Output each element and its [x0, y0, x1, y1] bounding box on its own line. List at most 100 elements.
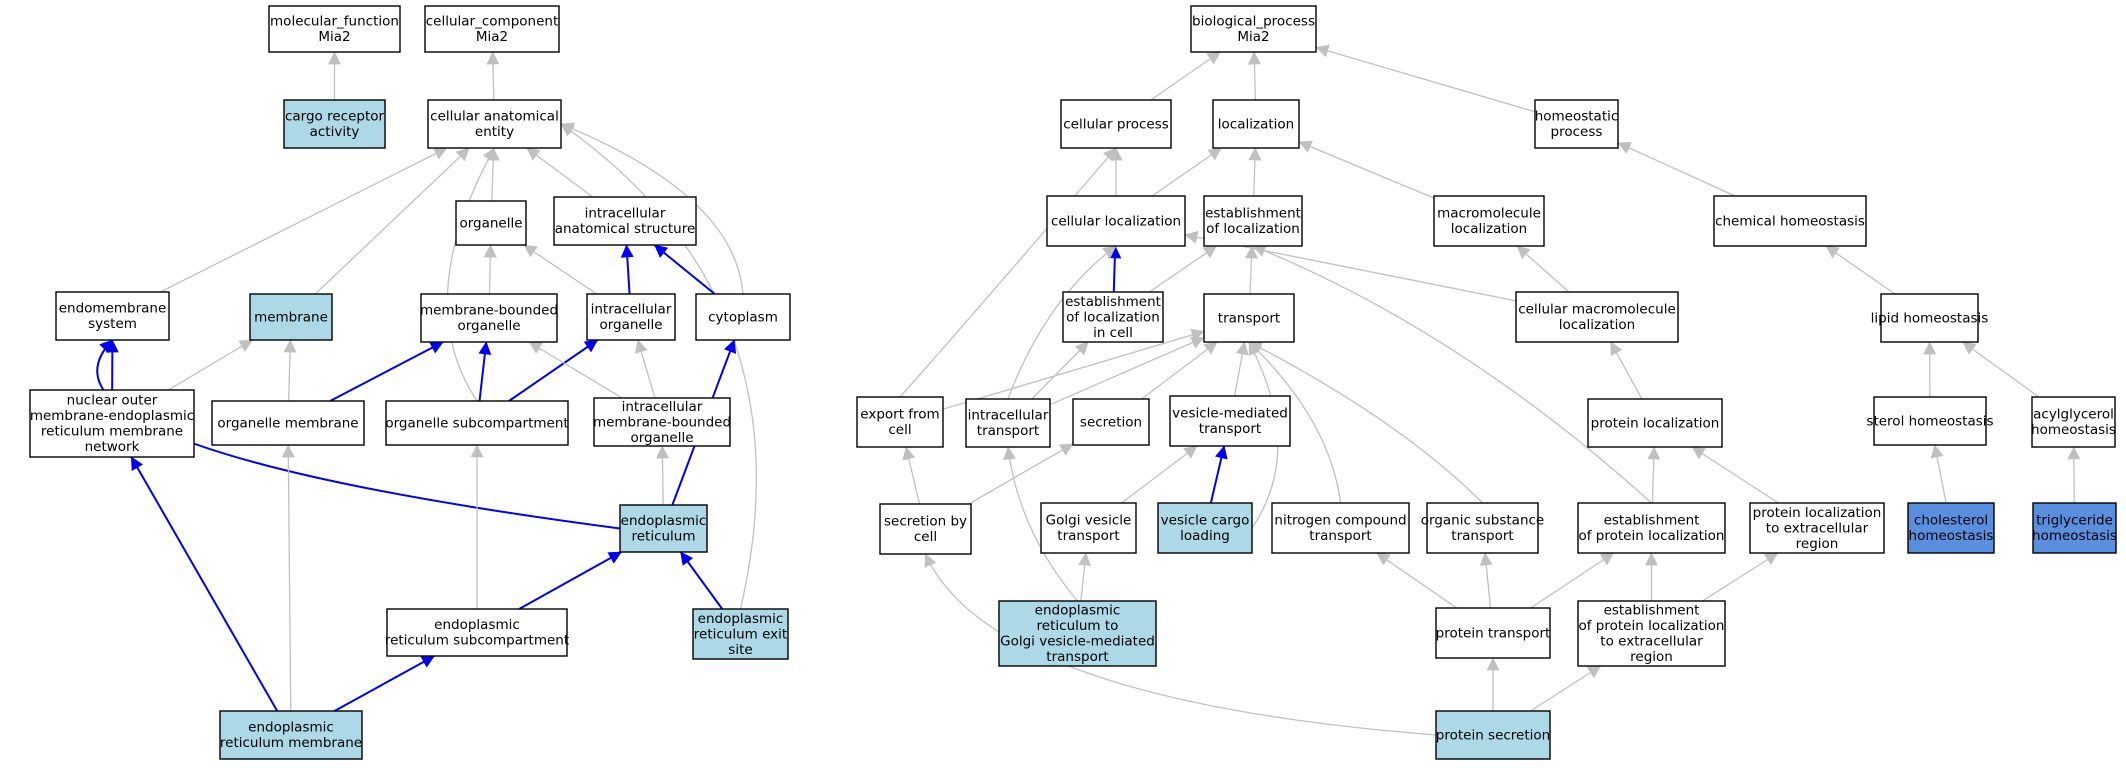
edge-is-a-ps-to-sbc [924, 553, 1437, 736]
node-label-line: protein localization [1753, 505, 1882, 521]
node-label-line: biological_process [1192, 14, 1315, 30]
node-membrane[interactable]: membrane [249, 293, 333, 341]
node-box [386, 608, 568, 657]
node-box [695, 293, 791, 341]
node-label-line: export from [860, 407, 939, 423]
node-box [249, 293, 333, 341]
edge-is-a-gvt-to-vmt [1121, 445, 1198, 504]
node-box [455, 200, 527, 246]
node-om[interactable]: organelle membrane [211, 400, 365, 446]
node-organelle[interactable]: organelle [455, 200, 527, 246]
node-ch[interactable]: chemical homeostasis [1713, 195, 1867, 247]
node-cl[interactable]: cellular localization [1046, 195, 1186, 247]
node-pt[interactable]: protein transport [1435, 607, 1551, 659]
node-transport[interactable]: transport [1203, 293, 1295, 343]
edge-is-a-sbc-to-sec [968, 443, 1074, 505]
node-ps[interactable]: protein secretion [1435, 710, 1551, 760]
edge-part-of-osc-to-io [508, 339, 599, 402]
node-box [2032, 502, 2117, 554]
node-osc[interactable]: organelle subcompartment [385, 400, 569, 446]
node-nom[interactable]: nuclear outermembrane-endoplasmicreticul… [29, 389, 195, 458]
node-cp[interactable]: cellular process [1060, 99, 1172, 149]
node-label-line: cell [888, 422, 911, 438]
node-cytoplasm[interactable]: cytoplasm [695, 293, 791, 341]
edge-is-a-plec-to-pl [1691, 446, 1779, 504]
node-label-line: organic substance [1421, 513, 1544, 529]
node-lh[interactable]: lipid homeostasis [1871, 293, 1989, 343]
node-label-line: anatomical structure [555, 221, 696, 237]
node-sh[interactable]: sterol homeostasis [1866, 396, 1994, 446]
node-label-line: protein secretion [1436, 727, 1550, 743]
node-label-line: organelle subcompartment [385, 415, 568, 431]
edge-is-a-ah-to-lh [1962, 341, 2040, 398]
node-label-line: reticulum membrane [41, 424, 183, 440]
node-pl[interactable]: protein localization [1587, 398, 1723, 448]
node-box [1433, 195, 1545, 247]
node-label-line: reticulum subcompartment [385, 633, 569, 649]
edge-is-a-pt-to-nct [1376, 552, 1458, 609]
node-label-line: reticulum membrane [220, 735, 362, 751]
node-label-line: vesicle-mediated [1172, 406, 1288, 422]
edge-is-a-lh-to-ch [1825, 245, 1896, 295]
edge-layer [96, 44, 2081, 736]
edge-is-a-erm-to-om [281, 444, 295, 712]
node-label-line: Golgi vesicle-mediated [1000, 634, 1155, 650]
node-box [55, 291, 170, 341]
node-label-line: reticulum [631, 529, 695, 545]
node-label-line: organelle [459, 215, 522, 231]
edge-part-of-om-to-mbo [329, 341, 444, 402]
node-box [1062, 291, 1164, 343]
node-label-line: Mia2 [476, 29, 508, 45]
node-box [283, 99, 386, 149]
node-label-line: loading [1180, 528, 1230, 544]
node-sec[interactable]: secretion [1072, 398, 1150, 446]
node-label-line: in cell [1093, 325, 1133, 341]
node-label-line: molecular_function [270, 14, 399, 30]
edge-is-a-nom-to-membrane [167, 339, 253, 391]
edge-is-a-ems-to-cae [159, 147, 448, 293]
node-label-line: organelle membrane [217, 415, 358, 431]
edge-is-a-cl-to-loc [1151, 147, 1222, 197]
node-label-line: Mia2 [318, 29, 350, 45]
edge-is-a-io-to-organelle [523, 244, 598, 295]
node-label-line: homeostatic [1535, 109, 1619, 125]
node-box [553, 196, 697, 246]
node-loc[interactable]: localization [1212, 99, 1300, 149]
node-box [211, 400, 365, 446]
edge-part-of-erm-to-nom [130, 456, 279, 712]
